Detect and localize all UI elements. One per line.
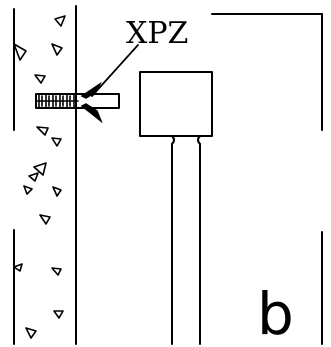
- anchor-plug: [35, 81, 120, 124]
- hammer-handle: [171, 143, 201, 345]
- panel-label: b: [257, 280, 294, 347]
- concrete-aggregate: [13, 15, 66, 339]
- anchor-barb-bottom: [80, 103, 103, 124]
- label-leader-line: [91, 44, 139, 97]
- frame-top-edge: [211, 13, 323, 15]
- anchor-ribs: [35, 93, 79, 109]
- hammer-neck: [171, 135, 201, 145]
- part-label: XPZ: [126, 16, 188, 51]
- hammer-head: [139, 71, 213, 137]
